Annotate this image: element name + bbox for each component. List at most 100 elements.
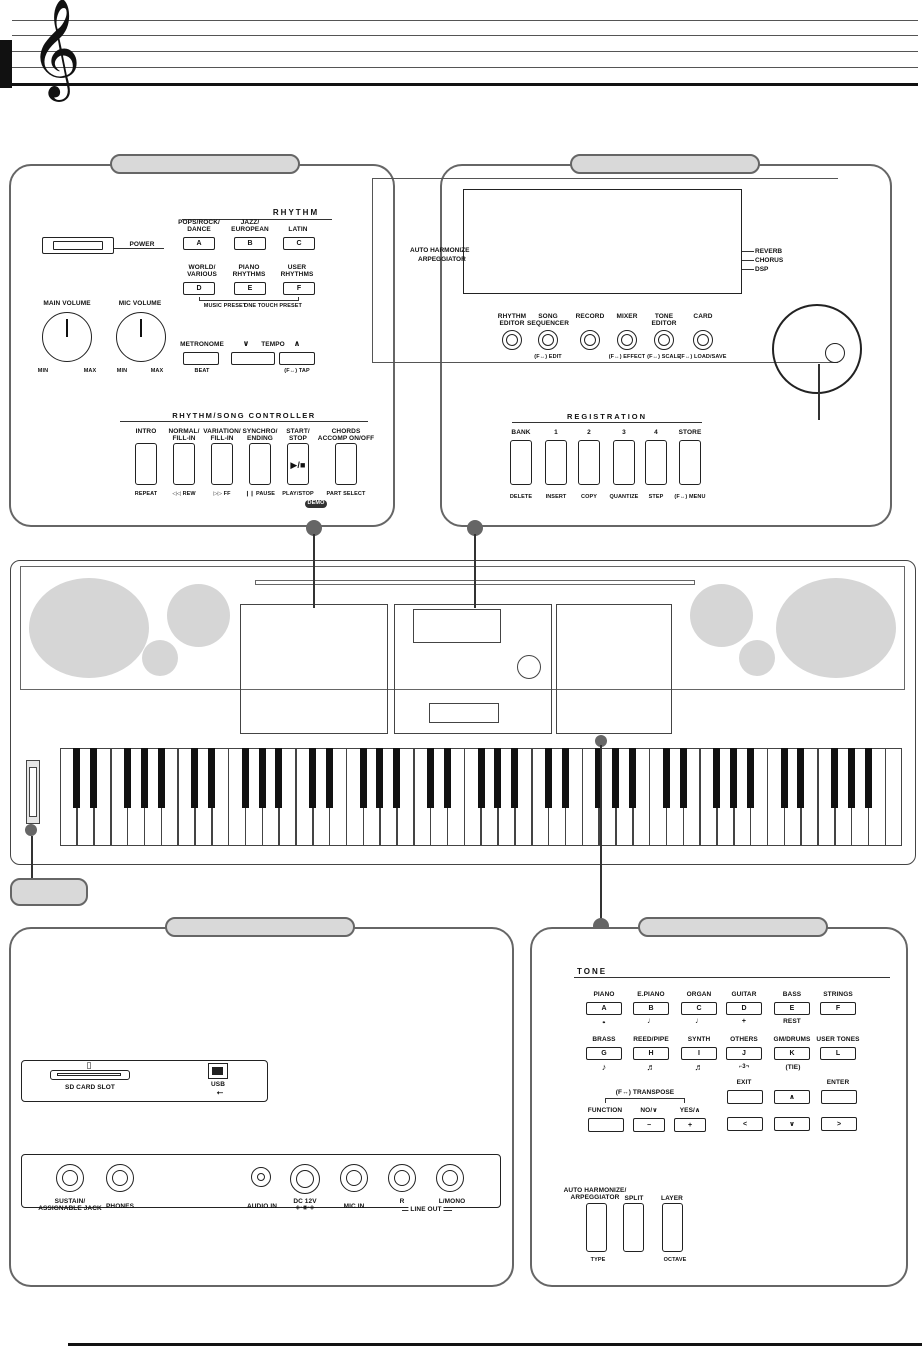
mic-in-jack[interactable] [340,1164,368,1192]
black-key[interactable] [393,748,401,808]
layer-button[interactable] [662,1203,683,1252]
controller-button-4[interactable] [287,443,309,485]
cursor-right-button[interactable]: > [821,1117,857,1131]
rhythm-button-d[interactable]: D [183,282,215,295]
mode-button-5[interactable] [693,330,713,350]
tone-button-6[interactable]: G [586,1047,622,1060]
usb-port[interactable] [208,1063,228,1079]
cursor-left-button[interactable]: < [727,1117,763,1131]
black-key[interactable] [797,748,805,808]
black-key[interactable] [208,748,216,808]
black-key[interactable] [561,748,569,808]
black-key[interactable] [629,748,637,808]
black-key[interactable] [847,748,855,808]
tone-button-2[interactable]: C [681,1002,717,1015]
pitch-bend-wheel[interactable] [26,760,40,824]
black-key[interactable] [241,748,249,808]
audio-in-jack[interactable] [251,1167,271,1187]
black-key[interactable] [359,748,367,808]
black-key[interactable] [191,748,199,808]
phones-jack[interactable] [106,1164,134,1192]
tone-button-1[interactable]: B [633,1002,669,1015]
black-key[interactable] [662,748,670,808]
mode-button-0[interactable] [502,330,522,350]
black-key[interactable] [157,748,165,808]
black-key[interactable] [376,748,384,808]
tone-button-0[interactable]: A [586,1002,622,1015]
black-key[interactable] [140,748,148,808]
black-key[interactable] [511,748,519,808]
registration-button-1[interactable] [545,440,567,485]
black-key[interactable] [730,748,738,808]
dc-12v-jack[interactable] [290,1164,320,1194]
tone-button-3[interactable]: D [726,1002,762,1015]
controller-button-5[interactable] [335,443,357,485]
tone-button-4[interactable]: E [774,1002,810,1015]
auto-harmonize-button[interactable] [586,1203,607,1252]
no-button[interactable]: − [633,1118,665,1132]
mode-button-2[interactable] [580,330,600,350]
metronome-button[interactable] [183,352,219,365]
function-button[interactable] [588,1118,624,1132]
mode-button-4[interactable] [654,330,674,350]
main-volume-knob[interactable] [42,312,92,362]
black-key[interactable] [595,748,603,808]
controller-button-0[interactable] [135,443,157,485]
black-key[interactable] [275,748,283,808]
registration-button-2[interactable] [578,440,600,485]
registration-button-5[interactable] [679,440,701,485]
black-key[interactable] [831,748,839,808]
black-key[interactable] [258,748,266,808]
controller-button-1[interactable] [173,443,195,485]
controller-button-3[interactable] [249,443,271,485]
black-key[interactable] [679,748,687,808]
tone-button-8[interactable]: I [681,1047,717,1060]
tone-button-7[interactable]: H [633,1047,669,1060]
dial[interactable] [772,304,862,394]
split-button[interactable] [623,1203,644,1252]
tempo-down-button[interactable] [231,352,275,365]
exit-button[interactable] [727,1090,763,1104]
mic-volume-knob[interactable] [116,312,166,362]
black-key[interactable] [864,748,872,808]
tempo-up-button[interactable] [279,352,315,365]
tone-button-11[interactable]: L [820,1047,856,1060]
rhythm-button-a[interactable]: A [183,237,215,250]
sustain-jack[interactable] [56,1164,84,1192]
black-key[interactable] [73,748,81,808]
rhythm-button-b[interactable]: B [234,237,266,250]
black-key[interactable] [713,748,721,808]
enter-button[interactable] [821,1090,857,1104]
black-key[interactable] [780,748,788,808]
white-key[interactable] [885,748,903,846]
rhythm-button-f[interactable]: F [283,282,315,295]
registration-button-4[interactable] [645,440,667,485]
black-key[interactable] [426,748,434,808]
registration-button-3[interactable] [613,440,635,485]
line-out-l-jack[interactable] [436,1164,464,1192]
black-key[interactable] [309,748,317,808]
power-button[interactable] [42,237,114,254]
black-key[interactable] [544,748,552,808]
registration-button-0[interactable] [510,440,532,485]
black-key[interactable] [612,748,620,808]
cursor-down-button[interactable]: ∨ [774,1117,810,1131]
sd-card-slot[interactable] [50,1070,130,1080]
controller-button-2[interactable] [211,443,233,485]
rhythm-button-e[interactable]: E [234,282,266,295]
tone-button-10[interactable]: K [774,1047,810,1060]
rhythm-button-c[interactable]: C [283,237,315,250]
black-key[interactable] [90,748,98,808]
black-key[interactable] [443,748,451,808]
black-key[interactable] [494,748,502,808]
yes-button[interactable]: + [674,1118,706,1132]
cursor-up-button[interactable]: ∧ [774,1090,810,1104]
mode-button-3[interactable] [617,330,637,350]
black-key[interactable] [746,748,754,808]
tone-button-9[interactable]: J [726,1047,762,1060]
tone-button-5[interactable]: F [820,1002,856,1015]
line-out-r-jack[interactable] [388,1164,416,1192]
black-key[interactable] [325,748,333,808]
black-key[interactable] [123,748,131,808]
black-key[interactable] [477,748,485,808]
